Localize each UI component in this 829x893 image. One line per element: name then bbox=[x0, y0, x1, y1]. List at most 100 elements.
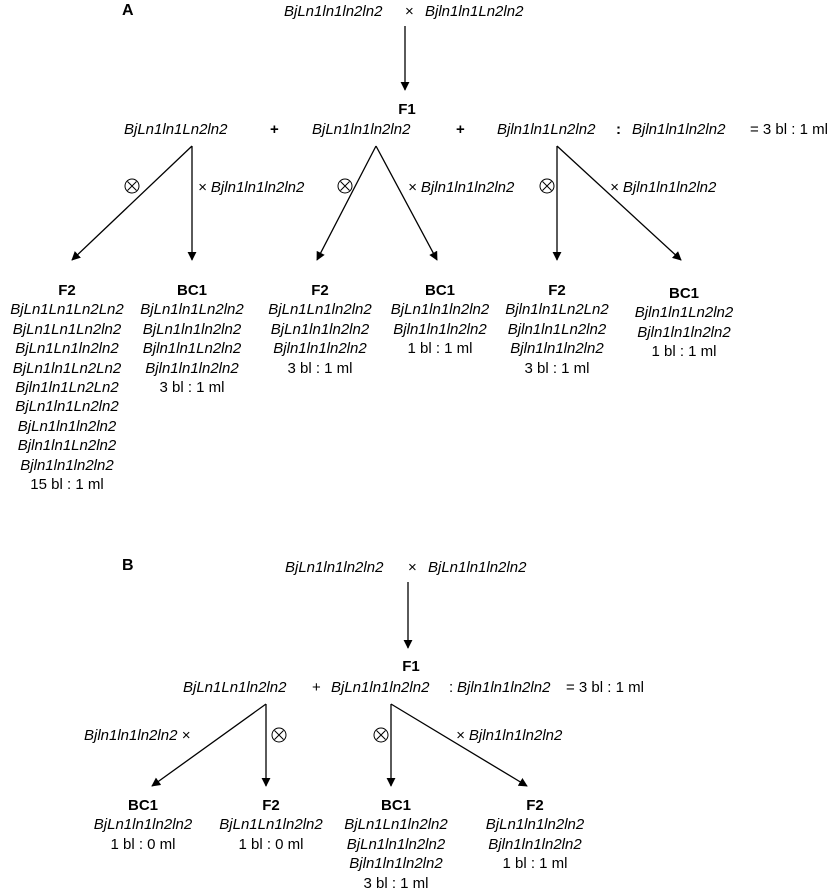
column-header: F2 bbox=[58, 282, 76, 299]
genotype: Bjln1ln1ln2ln2 bbox=[349, 855, 443, 873]
segregation-ratio: 3 bl : 1 ml bbox=[524, 359, 590, 377]
genotype: Bjln1ln1Ln2Ln2 bbox=[505, 301, 609, 319]
parent-left-a: BjLn1ln1ln2ln2 bbox=[284, 3, 383, 20]
segregation-ratio: 3 bl : 1 ml bbox=[363, 874, 429, 892]
selfing-icon bbox=[271, 727, 287, 743]
genotype: Bjln1ln1Ln2ln2 bbox=[634, 304, 734, 322]
genotype: Bjln1ln1ln2ln2 bbox=[20, 456, 114, 474]
segregation-ratio: 15 bl : 1 ml bbox=[30, 476, 104, 494]
selfing-icon bbox=[539, 178, 555, 194]
segregation-ratio: 1 bl : 1 ml bbox=[407, 340, 473, 358]
genotype: BjLn1ln1ln2ln2 bbox=[142, 320, 242, 338]
genotype: Bjln1ln1Ln2ln2 bbox=[17, 437, 117, 455]
genotype: Bjln1ln1Ln2ln2 bbox=[507, 320, 607, 338]
f1-ratio-b: = 3 bl : 1 ml bbox=[566, 679, 644, 696]
arrow-g2-bc1 bbox=[375, 145, 438, 261]
segregation-ratio: 3 bl : 1 ml bbox=[159, 379, 225, 397]
column-header: BC1 bbox=[424, 282, 456, 299]
arrow-g2-f2 bbox=[316, 145, 377, 261]
arrow-g3-bc1 bbox=[556, 145, 682, 261]
genotype: Bjln1ln1Ln2Ln2 bbox=[15, 379, 119, 397]
backcross-label: × Bjln1ln1ln2ln2 bbox=[198, 179, 305, 196]
segregation-ratio: 1 bl : 0 ml bbox=[238, 835, 304, 853]
genotype: BjLn1ln1ln2ln2 bbox=[390, 301, 490, 319]
f1-b-genotype-1: BjLn1Ln1ln2ln2 bbox=[183, 679, 287, 696]
parent-right-b: BjLn1ln1ln2ln2 bbox=[428, 559, 527, 576]
genotype: BjLn1ln1ln2ln2 bbox=[93, 816, 193, 834]
f1-label-b: F1 bbox=[402, 658, 420, 675]
column-header: BC1 bbox=[668, 285, 700, 302]
arrow-g1-f2 bbox=[71, 145, 193, 261]
f1-genotype-2: BjLn1ln1ln2ln2 bbox=[312, 121, 411, 138]
plus-sign: + bbox=[456, 121, 465, 138]
cross-symbol-b: × bbox=[408, 559, 417, 576]
backcross-label: × Bjln1ln1ln2ln2 bbox=[408, 179, 515, 196]
genotype: BjLn1ln1Ln2ln2 bbox=[15, 398, 119, 416]
parent-left-b: BjLn1ln1ln2ln2 bbox=[285, 559, 384, 576]
f1-genotype-3: Bjln1ln1Ln2ln2 bbox=[497, 121, 596, 138]
genotype: BjLn1ln1Ln2ln2 bbox=[140, 301, 244, 319]
f1-genotype-4: Bjln1ln1ln2ln2 bbox=[632, 121, 726, 138]
segregation-ratio: 1 bl : 0 ml bbox=[110, 835, 176, 853]
f1-b-genotype-3: Bjln1ln1ln2ln2 bbox=[457, 679, 551, 696]
f1-ratio-a: = 3 bl : 1 ml bbox=[750, 121, 828, 138]
genotype: BjLn1ln1Ln2Ln2 bbox=[12, 359, 122, 377]
selfing-icon bbox=[124, 178, 140, 194]
backcross-label: × Bjln1ln1ln2ln2 bbox=[610, 179, 717, 196]
f1-b-genotype-2: BjLn1ln1ln2ln2 bbox=[331, 679, 430, 696]
genotype: BjLn1Ln1ln2ln2 bbox=[15, 340, 119, 358]
backcross-label-left: Bjln1ln1ln2ln2 × bbox=[84, 727, 191, 744]
genotype: BjLn1Ln1Ln2Ln2 bbox=[10, 301, 124, 319]
f1-genotype-1: BjLn1ln1Ln2ln2 bbox=[124, 121, 228, 138]
genotype: Bjln1ln1ln2ln2 bbox=[273, 340, 367, 358]
genotype: BjLn1ln1ln2ln2 bbox=[270, 320, 370, 338]
genotype: BjLn1ln1ln2ln2 bbox=[485, 816, 585, 834]
column-header: F2 bbox=[548, 282, 566, 299]
column-header: BC1 bbox=[127, 797, 159, 814]
plus-sign: + bbox=[270, 121, 279, 138]
column-header: BC1 bbox=[380, 797, 411, 814]
panel-label-a: A bbox=[122, 2, 134, 19]
genotype: BjLn1Ln1Ln2ln2 bbox=[12, 320, 122, 338]
cross-symbol-a: × bbox=[405, 3, 414, 20]
column-header: F2 bbox=[262, 797, 280, 814]
genotype: BjLn1ln1ln2ln2 bbox=[17, 417, 117, 435]
genotype: BjLn1Ln1ln2ln2 bbox=[219, 816, 323, 834]
ratio-colon: : bbox=[616, 121, 621, 138]
arrow-b-g2-f2 bbox=[390, 703, 528, 787]
segregation-ratio: 1 bl : 1 ml bbox=[502, 855, 568, 873]
backcross-label-right: × Bjln1ln1ln2ln2 bbox=[456, 727, 563, 744]
column-header: F2 bbox=[526, 797, 544, 814]
genotype: BjLn1ln1ln2ln2 bbox=[346, 835, 446, 853]
selfing-icon bbox=[373, 727, 389, 743]
plus-sign: + bbox=[312, 679, 321, 696]
genotype: Bjln1ln1Ln2ln2 bbox=[142, 340, 242, 358]
genotype: Bjln1ln1ln2ln2 bbox=[393, 320, 487, 338]
segregation-ratio: 1 bl : 1 ml bbox=[651, 343, 717, 361]
genotype: Bjln1ln1ln2ln2 bbox=[488, 835, 582, 853]
f1-label-a: F1 bbox=[398, 101, 416, 118]
column-header: F2 bbox=[311, 282, 329, 299]
genotype: Bjln1ln1ln2ln2 bbox=[510, 340, 604, 358]
ratio-colon: : bbox=[449, 679, 454, 696]
parent-right-a: Bjln1ln1Ln2ln2 bbox=[425, 3, 524, 20]
genotype: Bjln1ln1ln2ln2 bbox=[145, 359, 239, 377]
genotype: BjLn1Ln1ln2ln2 bbox=[268, 301, 372, 319]
arrow-b-g1-bc1 bbox=[151, 703, 267, 787]
panel-label-b: B bbox=[122, 557, 134, 574]
selfing-icon bbox=[337, 178, 353, 194]
segregation-ratio: 3 bl : 1 ml bbox=[287, 359, 353, 377]
column-header: BC1 bbox=[176, 282, 207, 299]
genotype: BjLn1Ln1ln2ln2 bbox=[344, 816, 448, 834]
